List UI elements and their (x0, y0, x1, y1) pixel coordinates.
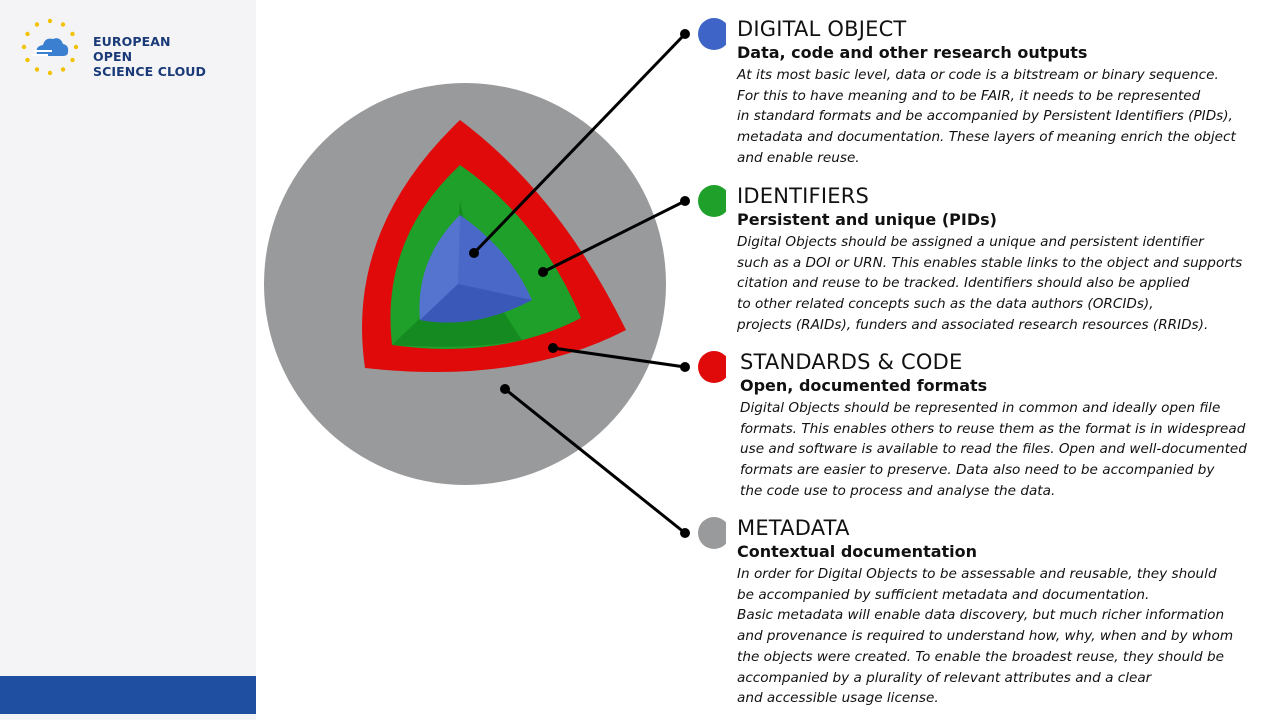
dot-metadata-outer (680, 528, 690, 538)
sidebar-blue-bar (0, 676, 256, 714)
identifiers-marker-icon (698, 185, 726, 217)
section-identifiers: IDENTIFIERS Persistent and unique (PIDs)… (737, 183, 1272, 336)
dot-metadata-inner (500, 384, 510, 394)
connector-metadata (504, 387, 686, 535)
digital-object-marker-icon (698, 18, 726, 50)
connector-standards (552, 346, 686, 369)
eosc-logo-icon (21, 18, 79, 76)
dot-digital-object-inner (469, 248, 479, 258)
section-subtitle: Persistent and unique (PIDs) (737, 210, 997, 229)
standards-marker-icon (698, 351, 726, 383)
dot-identifiers-inner (538, 267, 548, 277)
section-title: IDENTIFIERS (737, 184, 870, 208)
section-digital-object: DIGITAL OBJECT Data, code and other rese… (737, 16, 1272, 169)
section-subtitle: Open, documented formats (740, 376, 988, 395)
dot-digital-object-outer (680, 29, 690, 39)
digital-object-layer-light (419, 215, 460, 320)
section-title: METADATA (737, 516, 850, 540)
eosc-logo: EUROPEAN OPEN SCIENCE CLOUD (18, 16, 208, 86)
metadata-marker-icon (698, 517, 726, 549)
section-subtitle: Contextual documentation (737, 542, 978, 561)
logo-text: EUROPEAN OPEN SCIENCE CLOUD (93, 34, 208, 79)
digital-object-layer-shade (420, 284, 532, 323)
section-body: In order for Digital Objects to be asses… (737, 566, 1234, 707)
dot-standards-inner (548, 343, 558, 353)
dot-identifiers-outer (680, 196, 690, 206)
fair-layers-diagram (264, 18, 726, 549)
connector-identifiers (542, 199, 686, 274)
connector-lines (472, 32, 687, 535)
section-metadata: METADATA Contextual documentation In ord… (737, 515, 1272, 709)
connector-digital-object (472, 32, 687, 255)
section-title: STANDARDS & CODE (740, 350, 963, 374)
section-title: DIGITAL OBJECT (737, 17, 907, 41)
section-body: At its most basic level, data or code is… (737, 67, 1236, 166)
section-standards-code: STANDARDS & CODE Open, documented format… (740, 349, 1275, 502)
logo-line-1: EUROPEAN OPEN (93, 34, 171, 64)
logo-line-2: SCIENCE CLOUD (93, 64, 207, 79)
connector-dots (469, 29, 690, 538)
section-body: Digital Objects should be assigned a uni… (737, 234, 1243, 333)
section-body: Digital Objects should be represented in… (740, 400, 1247, 499)
dot-standards-outer (680, 362, 690, 372)
section-subtitle: Data, code and other research outputs (737, 43, 1088, 62)
sidebar: EUROPEAN OPEN SCIENCE CLOUD (0, 0, 256, 720)
